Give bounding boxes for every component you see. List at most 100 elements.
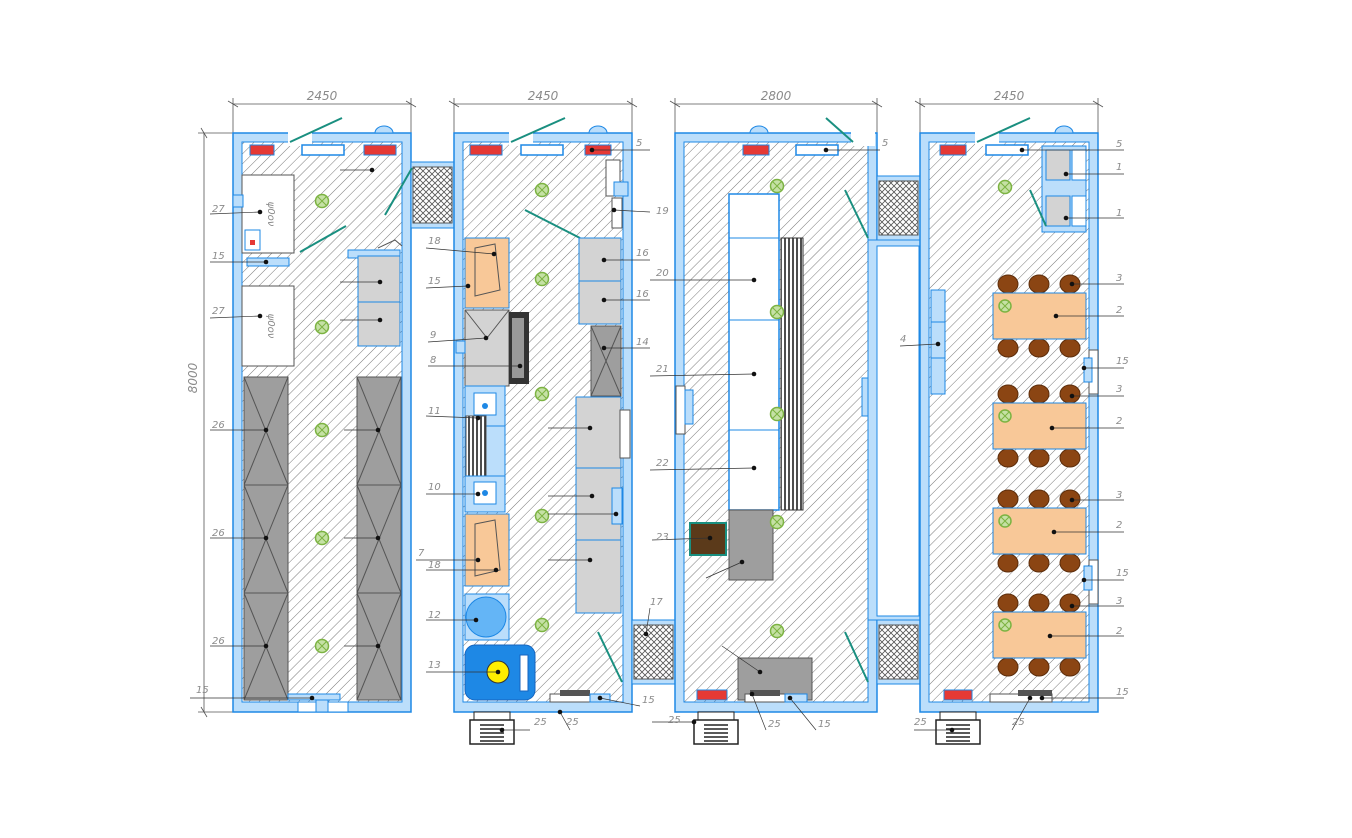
- label-17: 17: [650, 597, 663, 608]
- leader-dot: [823, 147, 829, 153]
- label-25: 25: [668, 715, 681, 726]
- leader-line: [705, 561, 743, 579]
- leader-lines: [190, 147, 1124, 733]
- leader-line: [649, 373, 755, 377]
- chair: [1028, 657, 1050, 677]
- leader-dot: [1069, 393, 1075, 399]
- leader-dot: [949, 727, 955, 733]
- leader-dot: [1039, 695, 1045, 701]
- heater: [249, 144, 275, 156]
- leader-line: [751, 693, 767, 731]
- chair: [1059, 338, 1081, 358]
- leader-dot: [1049, 425, 1055, 431]
- leader-dot: [309, 695, 315, 701]
- door-leaf: [299, 225, 347, 253]
- leader-dot: [377, 279, 383, 285]
- dim-width-2: 2450: [528, 89, 559, 103]
- label-4: 4: [900, 334, 906, 345]
- leader-dot: [613, 511, 619, 517]
- leader-dot: [1069, 497, 1075, 503]
- leader-dot: [475, 557, 481, 563]
- leader-dot: [1019, 147, 1025, 153]
- label-3: 3: [1116, 273, 1122, 284]
- dining-tables: [992, 274, 1087, 677]
- dim-height: 8000: [186, 362, 200, 393]
- leader-dot: [751, 371, 757, 377]
- label-3: 3: [1116, 490, 1122, 501]
- outdoor-unit-icon: [935, 711, 981, 745]
- labels-module-2: 18 15 9 8 11 10 7 18 12 13 5 19 16 16 14…: [418, 138, 669, 728]
- chair: [997, 448, 1019, 468]
- dining-table-set: [992, 274, 1087, 358]
- leader-line: [425, 247, 495, 255]
- leader-dot: [1047, 633, 1053, 639]
- door-leaf: [289, 117, 343, 143]
- lamp-icon: [769, 178, 785, 194]
- leader-dot: [1081, 577, 1087, 583]
- door-leaf: [510, 117, 566, 143]
- leader-dot: [491, 251, 497, 257]
- leader-dot: [935, 341, 941, 347]
- leader-dot: [787, 695, 793, 701]
- label-25: 25: [914, 717, 927, 728]
- label-14: 14: [636, 337, 649, 348]
- door-leaf: [825, 117, 854, 143]
- label-5: 5: [636, 138, 642, 149]
- label-15: 15: [196, 685, 209, 696]
- door-leaf: [524, 209, 581, 239]
- label-1: 1: [1116, 162, 1122, 173]
- chair: [997, 384, 1019, 404]
- leader-dot: [263, 427, 269, 433]
- chair: [1028, 448, 1050, 468]
- lamp-icon: [534, 386, 550, 402]
- leader-dot: [601, 345, 607, 351]
- lamp-icon: [314, 193, 330, 209]
- connector-1-2: [384, 161, 456, 229]
- lamp-icon: [534, 182, 550, 198]
- fridge-label: ψ0ον: [265, 202, 276, 227]
- module-1: [232, 117, 412, 713]
- label-27: 27: [212, 306, 225, 317]
- outdoor-unit-icon: [693, 711, 739, 745]
- leader-line: [599, 697, 641, 707]
- leader-line: [209, 211, 261, 215]
- tray-rail: [780, 237, 804, 511]
- label-11: 11: [428, 406, 441, 417]
- lamp-icon: [769, 406, 785, 422]
- lamp-icon: [534, 617, 550, 633]
- chair: [1028, 274, 1050, 294]
- label-19: 19: [656, 206, 669, 217]
- label-26: 26: [212, 528, 225, 539]
- leader-dot: [587, 557, 593, 563]
- leader-dot: [587, 425, 593, 431]
- dim-width-4: 2450: [994, 89, 1025, 103]
- leader-dot: [1053, 313, 1059, 319]
- label-25: 25: [534, 717, 547, 728]
- leader-line: [651, 537, 711, 541]
- label-21: 21: [656, 364, 669, 375]
- leader-dot: [601, 257, 607, 263]
- leader-dot: [691, 719, 697, 725]
- fridge-label: ψ0ον: [265, 314, 276, 339]
- chair: [997, 274, 1019, 294]
- outdoor-unit-icon: [469, 711, 515, 745]
- lamp-icon: [769, 304, 785, 320]
- label-2: 2: [1116, 305, 1122, 316]
- leader-dot: [377, 317, 383, 323]
- lamp-icon: [534, 271, 550, 287]
- leader-dot: [1063, 215, 1069, 221]
- label-15: 15: [212, 251, 225, 262]
- label-1: 1: [1116, 208, 1122, 219]
- dining-table-set: [992, 593, 1087, 677]
- leader-dot: [1081, 365, 1087, 371]
- leader-dot: [589, 493, 595, 499]
- label-15: 15: [1116, 356, 1129, 367]
- dim-width-3: 2800: [761, 89, 792, 103]
- chair: [1059, 657, 1081, 677]
- leader-dot: [465, 283, 471, 289]
- leader-dot: [611, 207, 617, 213]
- leader-dot: [475, 491, 481, 497]
- label-13: 13: [428, 660, 441, 671]
- lamp-icon: [314, 319, 330, 335]
